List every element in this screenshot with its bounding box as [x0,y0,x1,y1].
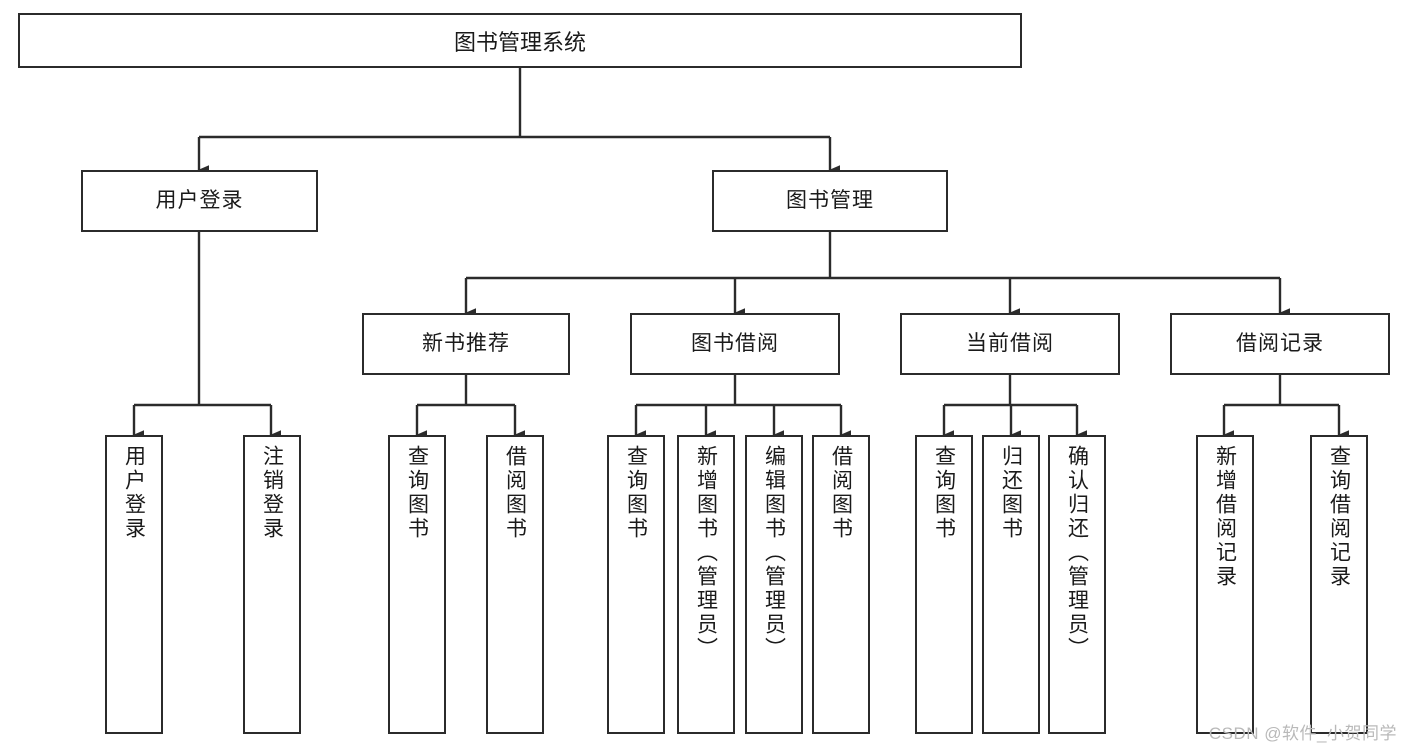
leaf-recommend-query-book-label: 查询图书 [405,445,429,541]
node-current-borrow-label: 当前借阅 [966,332,1054,356]
node-user-login-label: 用户登录 [155,189,244,213]
leaf-borrow-borrow-book[interactable]: 借阅图书 [812,435,870,734]
leaf-recommend-borrow-book[interactable]: 借阅图书 [486,435,544,734]
leaf-record-add-record-label: 新增借阅记录 [1213,445,1237,589]
leaf-user-login-signin[interactable]: 用户登录 [105,435,163,734]
leaf-record-query-record-label: 查询借阅记录 [1327,445,1351,589]
leaf-record-add-record[interactable]: 新增借阅记录 [1196,435,1254,734]
leaf-borrow-edit-book[interactable]: 编辑图书（管理员） [745,435,803,734]
leaf-recommend-borrow-book-label: 借阅图书 [503,445,527,541]
leaf-borrow-borrow-book-label: 借阅图书 [829,445,853,541]
leaf-borrow-query-book-label: 查询图书 [624,445,648,541]
node-book-borrow[interactable]: 图书借阅 [630,313,840,375]
node-borrow-record-label: 借阅记录 [1236,332,1324,356]
leaf-current-return-book[interactable]: 归还图书 [982,435,1040,734]
leaf-borrow-query-book[interactable]: 查询图书 [607,435,665,734]
leaf-borrow-add-book[interactable]: 新增图书（管理员） [677,435,735,734]
node-borrow-record[interactable]: 借阅记录 [1170,313,1390,375]
leaf-current-return-book-label: 归还图书 [999,445,1023,541]
leaf-user-login-signout-label: 注销登录 [260,445,284,541]
leaf-user-login-signout[interactable]: 注销登录 [243,435,301,734]
node-book-management[interactable]: 图书管理 [712,170,948,232]
node-root-system-label: 图书管理系统 [453,29,586,55]
leaf-recommend-query-book[interactable]: 查询图书 [388,435,446,734]
node-book-borrow-label: 图书借阅 [691,332,779,356]
node-book-management-label: 图书管理 [786,189,874,213]
node-new-book-recommend-label: 新书推荐 [422,332,510,356]
leaf-current-query-book[interactable]: 查询图书 [915,435,973,734]
leaf-borrow-add-book-label: 新增图书（管理员） [694,445,718,661]
leaf-record-query-record[interactable]: 查询借阅记录 [1310,435,1368,734]
node-new-book-recommend[interactable]: 新书推荐 [362,313,570,375]
leaf-current-confirm-return-label: 确认归还（管理员） [1065,445,1089,661]
node-current-borrow[interactable]: 当前借阅 [900,313,1120,375]
watermark-text: CSDN @软件_小贺同学 [1208,724,1397,743]
leaf-current-confirm-return[interactable]: 确认归还（管理员） [1048,435,1106,734]
leaf-user-login-signin-label: 用户登录 [122,445,146,541]
node-root-system[interactable]: 图书管理系统 [18,13,1022,68]
leaf-borrow-edit-book-label: 编辑图书（管理员） [762,445,786,661]
node-user-login[interactable]: 用户登录 [81,170,318,232]
leaf-current-query-book-label: 查询图书 [932,445,956,541]
